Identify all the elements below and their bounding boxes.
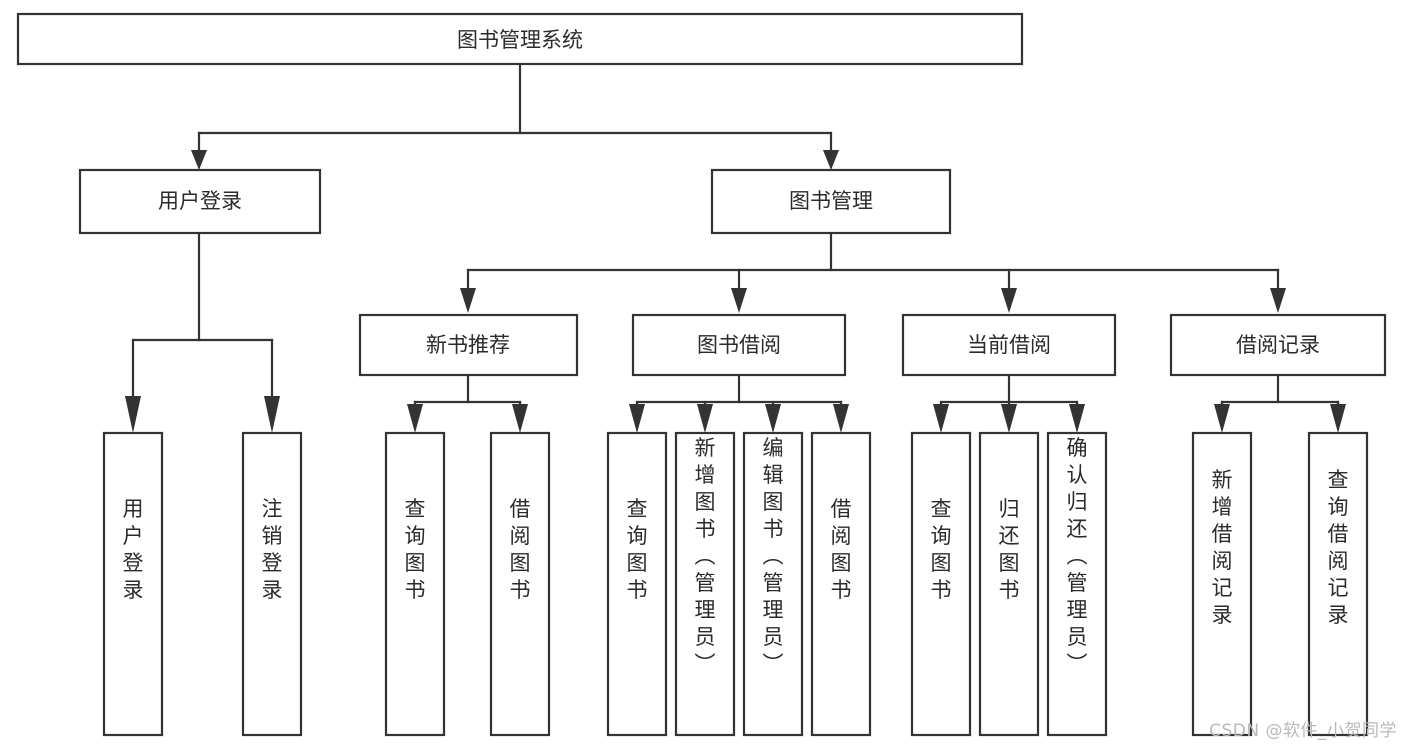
leaf-user-login-label: 用户登录 [123, 497, 144, 602]
node-book-management-box[interactable] [710, 168, 952, 235]
node-current-borrow[interactable]: 当前借阅 [901, 313, 1117, 377]
leaf-return-book[interactable]: 归还图书 [978, 431, 1040, 737]
leaf-query-book-3-box[interactable] [910, 431, 972, 737]
leaf-confirm-return-box[interactable] [1046, 431, 1108, 737]
leaf-add-book-label: 新增图书︵管理员︶ [695, 436, 716, 676]
arrow-to-leaf-user-logout [264, 396, 280, 433]
node-borrow-record[interactable]: 借阅记录 [1169, 313, 1387, 377]
arrow-to-leaf-add-record [1214, 404, 1230, 433]
arrow-to-leaf-user-login [125, 396, 141, 433]
csdn-watermark: CSDN @软件_小贺同学 [1209, 721, 1397, 741]
leaf-query-record[interactable]: 查询借阅记录 [1307, 431, 1369, 737]
arrow-to-leaf-query-book-2 [629, 404, 645, 433]
leaf-return-book-label: 归还图书 [999, 497, 1020, 602]
leaf-edit-book-label: 编辑图书︵管理员︶ [763, 436, 784, 676]
leaf-add-record[interactable]: 新增借阅记录 [1191, 431, 1253, 737]
node-new-book-recommend-box[interactable] [358, 313, 579, 377]
leaf-add-record-label: 新增借阅记录 [1212, 468, 1233, 627]
node-borrow-record-label: 借阅记录 [1236, 333, 1320, 357]
leaf-edit-book-box[interactable] [742, 431, 804, 737]
leaf-user-login[interactable]: 用户登录 [102, 431, 164, 737]
arrow-to-borrow-record [1270, 288, 1286, 313]
arrow-to-leaf-query-book-1 [407, 404, 423, 433]
node-book-borrow-label: 图书借阅 [697, 333, 781, 357]
leaf-user-logout[interactable]: 注销登录 [241, 431, 303, 737]
leaf-borrow-book-1-box[interactable] [489, 431, 551, 737]
arrow-to-leaf-return-book [1001, 404, 1017, 433]
leaf-confirm-return-label: 确认归还︵管理员︶ [1067, 436, 1088, 676]
leaf-query-book-2[interactable]: 查询图书 [606, 431, 668, 737]
node-root[interactable]: 图书管理系统 [16, 12, 1024, 66]
arrow-to-leaf-query-record [1330, 404, 1346, 433]
node-user-login-box[interactable] [78, 168, 322, 235]
leaf-edit-book[interactable]: 编辑图书︵管理员︶ [742, 431, 804, 737]
node-root-label: 图书管理系统 [457, 28, 583, 52]
leaf-borrow-book-1-label: 借阅图书 [510, 497, 531, 602]
arrow-to-new-book-recommend [460, 288, 476, 313]
node-new-book-recommend[interactable]: 新书推荐 [358, 313, 579, 377]
arrow-to-leaf-borrow-book-2 [833, 404, 849, 433]
leaf-user-login-box[interactable] [102, 431, 164, 737]
node-book-borrow-box[interactable] [631, 313, 847, 377]
node-user-login-label: 用户登录 [158, 189, 242, 213]
leaf-query-book-3[interactable]: 查询图书 [910, 431, 972, 737]
arrow-to-leaf-add-book [697, 404, 713, 433]
arrow-to-leaf-query-book-3 [933, 404, 949, 433]
node-root-box[interactable] [16, 12, 1024, 66]
connector-layer [125, 62, 1346, 433]
leaf-query-book-1-label: 查询图书 [405, 497, 426, 602]
leaf-borrow-book-1[interactable]: 借阅图书 [489, 431, 551, 737]
leaf-query-book-3-label: 查询图书 [931, 497, 952, 602]
arrow-to-current-borrow [1001, 288, 1017, 313]
node-book-management-label: 图书管理 [789, 189, 873, 213]
node-current-borrow-box[interactable] [901, 313, 1117, 377]
leaf-borrow-book-2-label: 借阅图书 [831, 497, 852, 602]
leaf-return-book-box[interactable] [978, 431, 1040, 737]
arrow-to-leaf-borrow-book-1 [512, 404, 528, 433]
leaf-borrow-book-2[interactable]: 借阅图书 [810, 431, 872, 737]
leaf-add-record-box[interactable] [1191, 431, 1253, 737]
arrow-to-user-login [191, 150, 207, 170]
node-book-management[interactable]: 图书管理 [710, 168, 952, 235]
node-new-book-recommend-label: 新书推荐 [426, 333, 510, 357]
leaf-query-book-2-label: 查询图书 [627, 497, 648, 602]
leaf-query-record-box[interactable] [1307, 431, 1369, 737]
leaf-query-book-1-box[interactable] [384, 431, 446, 737]
node-user-login[interactable]: 用户登录 [78, 168, 322, 235]
leaf-query-record-label: 查询借阅记录 [1328, 468, 1349, 627]
arrow-to-leaf-confirm-return [1069, 404, 1085, 433]
node-current-borrow-label: 当前借阅 [967, 333, 1051, 357]
arrow-to-leaf-edit-book [765, 404, 781, 433]
leaf-confirm-return[interactable]: 确认归还︵管理员︶ [1046, 431, 1108, 737]
node-borrow-record-box[interactable] [1169, 313, 1387, 377]
leaf-query-book-2-box[interactable] [606, 431, 668, 737]
leaf-user-logout-label: 注销登录 [262, 497, 283, 602]
leaf-borrow-book-2-box[interactable] [810, 431, 872, 737]
leaf-query-book-1[interactable]: 查询图书 [384, 431, 446, 737]
leaf-add-book[interactable]: 新增图书︵管理员︶ [674, 431, 736, 737]
leaf-add-book-box[interactable] [674, 431, 736, 737]
arrow-to-book-borrow [731, 288, 747, 313]
node-book-borrow[interactable]: 图书借阅 [631, 313, 847, 377]
arrow-to-book-management [823, 150, 839, 170]
leaf-user-logout-box[interactable] [241, 431, 303, 737]
